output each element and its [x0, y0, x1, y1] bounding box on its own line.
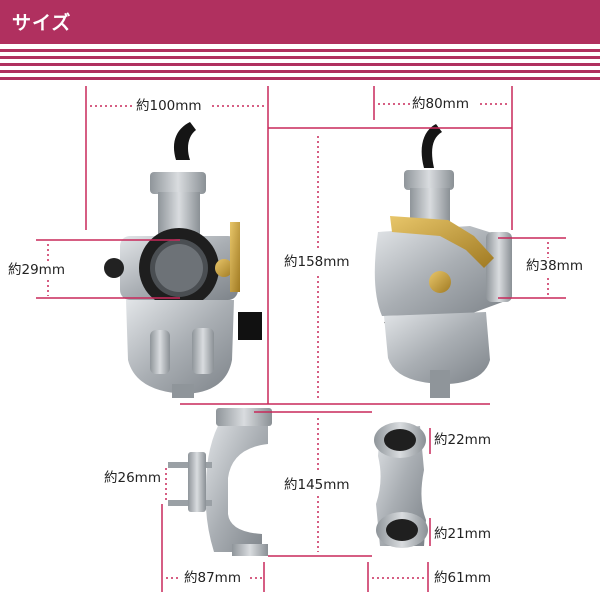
- header-stripe: [0, 77, 600, 80]
- dimension-label-top-left-width: 約100mm: [134, 98, 204, 114]
- dimension-label-manifold-flange: 約26mm: [102, 470, 163, 486]
- header-stripe: [0, 70, 600, 73]
- manifold-side-view: [168, 408, 272, 556]
- header-stripe: [0, 63, 600, 66]
- dimension-label-manifold-width: 約87mm: [182, 570, 243, 586]
- dimension-label-manifold-depth: 約61mm: [432, 570, 493, 586]
- carburetor-front-view: [104, 122, 262, 398]
- header-stripe: [0, 49, 600, 52]
- dimension-label-top-right-width: 約80mm: [410, 96, 471, 112]
- section-title: サイズ: [12, 12, 72, 34]
- section-header: サイズ: [0, 0, 600, 44]
- manifold-front-view: [374, 422, 428, 548]
- header-stripe: [0, 56, 600, 59]
- dimension-label-left-bore: 約29mm: [6, 262, 67, 278]
- dimension-label-right-port: 約38mm: [524, 258, 585, 274]
- carburetor-side-view: [374, 124, 512, 398]
- dimension-label-manifold-height: 約145mm: [282, 477, 352, 493]
- dimension-label-manifold-outlet: 約22mm: [432, 432, 493, 448]
- dimension-label-manifold-inlet: 約21mm: [432, 526, 493, 542]
- dimension-label-total-height: 約158mm: [282, 254, 352, 270]
- dimension-lines: [36, 86, 566, 592]
